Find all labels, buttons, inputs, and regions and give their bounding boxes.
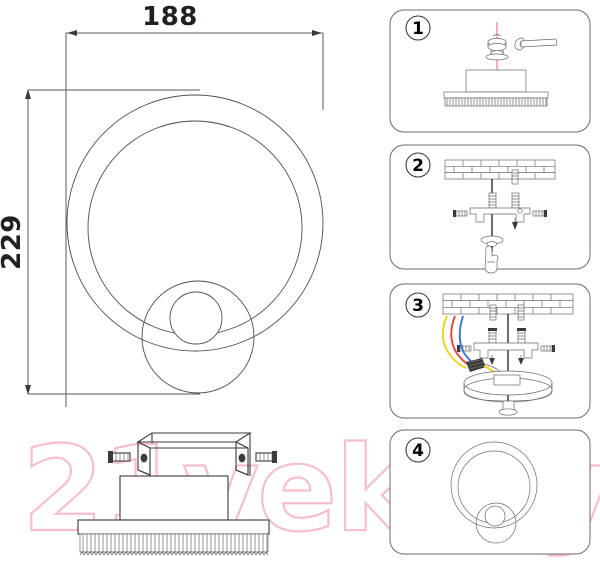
wire-earth (441, 315, 467, 369)
mounting-bracket (469, 207, 531, 223)
cable-grip (480, 235, 504, 247)
center-hub (169, 291, 223, 345)
step-1-badge (405, 15, 431, 41)
brick-wall (444, 159, 556, 180)
dimension-lines (25, 30, 324, 407)
step-4-badge (405, 437, 431, 463)
base-hatching-step1 (444, 97, 548, 107)
wall-anchor-b (517, 304, 525, 321)
fixing-cap (498, 400, 518, 416)
bracket-screw-right (540, 345, 555, 352)
assembled-outer-ring (450, 441, 538, 529)
outer-ring (66, 94, 324, 352)
wall-anchor-a (489, 304, 497, 321)
bracket-screw-left (457, 345, 472, 352)
step-3-badge (405, 292, 431, 318)
u-bracket (136, 432, 252, 476)
insert-arrow-left (489, 355, 495, 365)
hand-icon (484, 245, 499, 274)
bracket-screw-left (453, 210, 468, 217)
nut (485, 34, 509, 61)
assembled-hub-fill (485, 506, 505, 526)
step-2-number: 2 (412, 156, 424, 176)
bracket-hole-right (238, 453, 246, 463)
insert-arrow-right (518, 355, 524, 365)
width-dimension-label: 188 (142, 2, 198, 32)
assembled-canopy (475, 502, 517, 544)
insert-arrow (512, 218, 518, 230)
assembled-hub (484, 505, 506, 527)
terminal-block (466, 358, 486, 372)
step-4-frame (389, 429, 591, 555)
brick-wall (442, 293, 574, 315)
step-4-number: 4 (412, 441, 424, 461)
bracket-screw-right (532, 210, 547, 217)
step-1-number: 1 (412, 19, 424, 39)
step-2-badge (405, 152, 431, 178)
wall-anchor-right (511, 169, 519, 185)
screw-right (255, 451, 277, 463)
mounting-bracket (473, 342, 539, 359)
bracket-hole-left (140, 453, 148, 463)
height-dimension-label: 229 (0, 214, 27, 270)
base-plate-hatching (79, 533, 269, 556)
wrench-icon (514, 37, 558, 51)
screw-left (108, 451, 131, 463)
center-hub-fill (170, 292, 222, 344)
step-3-number: 3 (412, 296, 424, 316)
bracket-bolt-left (488, 328, 497, 344)
